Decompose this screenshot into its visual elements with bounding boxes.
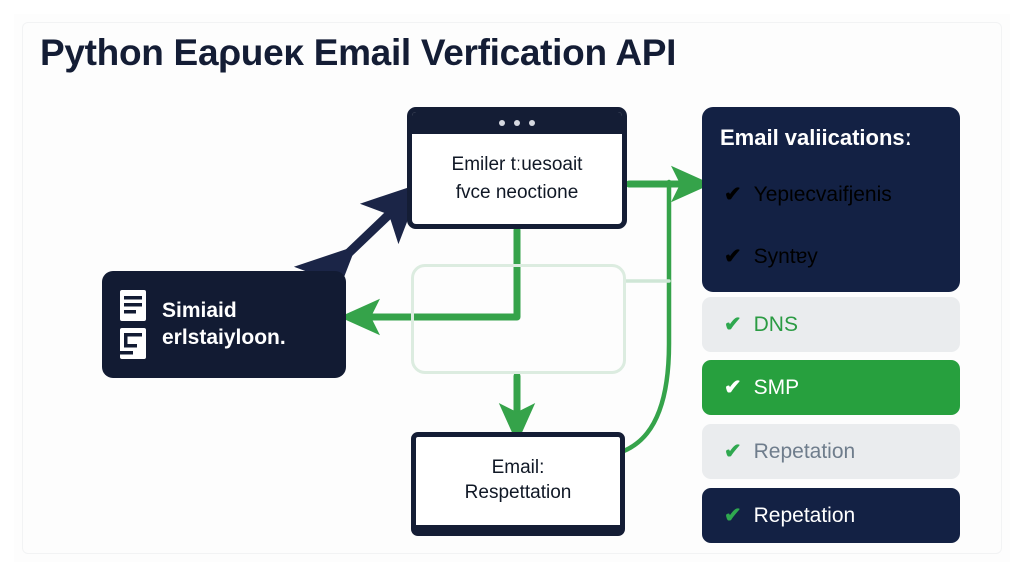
validation-item-5[interactable]: ✔ Repetation (702, 488, 960, 543)
validation-item-label: DNS (753, 312, 798, 336)
bottom-card-line-2: Respettation (464, 482, 572, 503)
window-dot-icon (499, 120, 505, 126)
validation-item-0[interactable]: ✔ Yepιecvaifjenis (702, 167, 960, 222)
bottom-result-card[interactable]: Email: Respettation (411, 432, 625, 536)
window-dot-icon (529, 120, 535, 126)
form-list-icon (119, 327, 146, 359)
validation-item-label: Syntɐy (753, 244, 818, 268)
left-card-line-2: erlstaiyloon. (162, 325, 286, 349)
page-title: Python Eaρueκ Email Verfication API (40, 32, 677, 73)
check-icon: ✔ (724, 245, 742, 268)
check-icon: ✔ (724, 504, 742, 527)
document-lines-icon (120, 289, 146, 321)
top-browser-card[interactable]: Emiler tːuesoait fvce neoctione (407, 107, 627, 229)
bottom-card-line-1: Email: (491, 457, 545, 479)
validation-item-2[interactable]: ✔ DNS (702, 297, 960, 352)
left-summary-card[interactable]: Simiaid erlstaiyloon. (102, 271, 346, 378)
top-card-line-2: fvce neoctione (455, 182, 579, 203)
check-icon: ✔ (724, 313, 742, 336)
check-icon: ✔ (724, 183, 742, 206)
left-card-text: Simiaid erlstaiyloon. (162, 298, 286, 352)
validation-panel-title: Email valiicationsː (720, 125, 912, 150)
validation-item-3[interactable]: ✔ SMP (702, 360, 960, 415)
validation-item-label: Repetation (753, 503, 856, 527)
validation-panel-header-block: Email valiicationsː ✔ Yepιecvaifjenis ✔ … (702, 107, 960, 292)
top-card-line-1: Emiler tːuesoait (451, 154, 583, 176)
browser-title-bar (412, 112, 622, 134)
center-placeholder-box (411, 264, 626, 374)
check-icon: ✔ (724, 376, 742, 399)
validation-panel: Email valiicationsː ✔ Yepιecvaifjenis ✔ … (702, 107, 960, 543)
check-icon: ✔ (724, 440, 742, 463)
validation-item-4[interactable]: ✔ Repetation (702, 424, 960, 479)
validation-item-label: SMP (753, 375, 800, 399)
validation-item-1[interactable]: ✔ Syntɐy (702, 229, 960, 284)
double-headed-arrow-icon (293, 182, 423, 308)
top-card-body: Emiler tːuesoait fvce neoctione (412, 134, 622, 224)
validation-item-label: Yepιecvaifjenis (753, 182, 892, 206)
left-card-icon-group (119, 289, 149, 361)
window-dot-icon (514, 120, 520, 126)
left-card-line-1: Simiaid (162, 298, 237, 322)
validation-item-label: Repetation (753, 439, 856, 463)
